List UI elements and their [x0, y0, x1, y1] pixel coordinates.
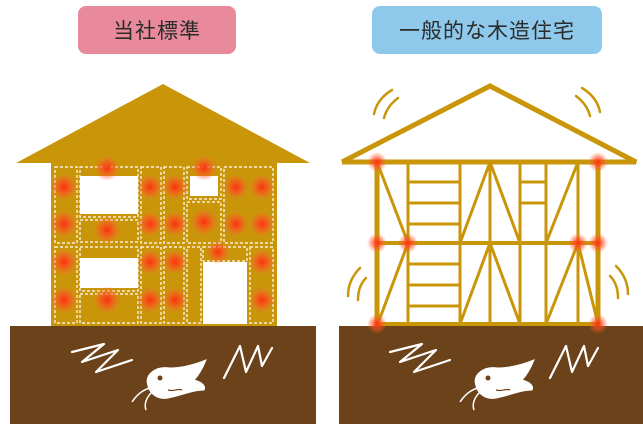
- left-window: [80, 176, 138, 214]
- right-house: [339, 83, 643, 424]
- left-window: [80, 258, 138, 288]
- standard-label: 当社標準: [78, 6, 236, 54]
- typical-house-label: 一般的な木造住宅: [372, 6, 602, 54]
- left-stress-hotspots: [50, 155, 275, 314]
- left-house: [10, 84, 316, 424]
- right-stress-hotspots: [367, 152, 608, 334]
- left-roof: [16, 84, 310, 163]
- left-window: [190, 176, 218, 196]
- earthquake-wave-icon: [548, 344, 600, 380]
- earthquake-wave-icon: [222, 344, 274, 380]
- left-door-opening: [203, 262, 247, 324]
- earthquake-wave-icon: [388, 342, 452, 374]
- catfish-icon: [459, 359, 535, 411]
- right-wall-frame: [374, 161, 601, 327]
- earthquake-wave-icon: [70, 342, 134, 374]
- catfish-icon: [131, 359, 207, 411]
- shake-mark-icon: [346, 86, 630, 302]
